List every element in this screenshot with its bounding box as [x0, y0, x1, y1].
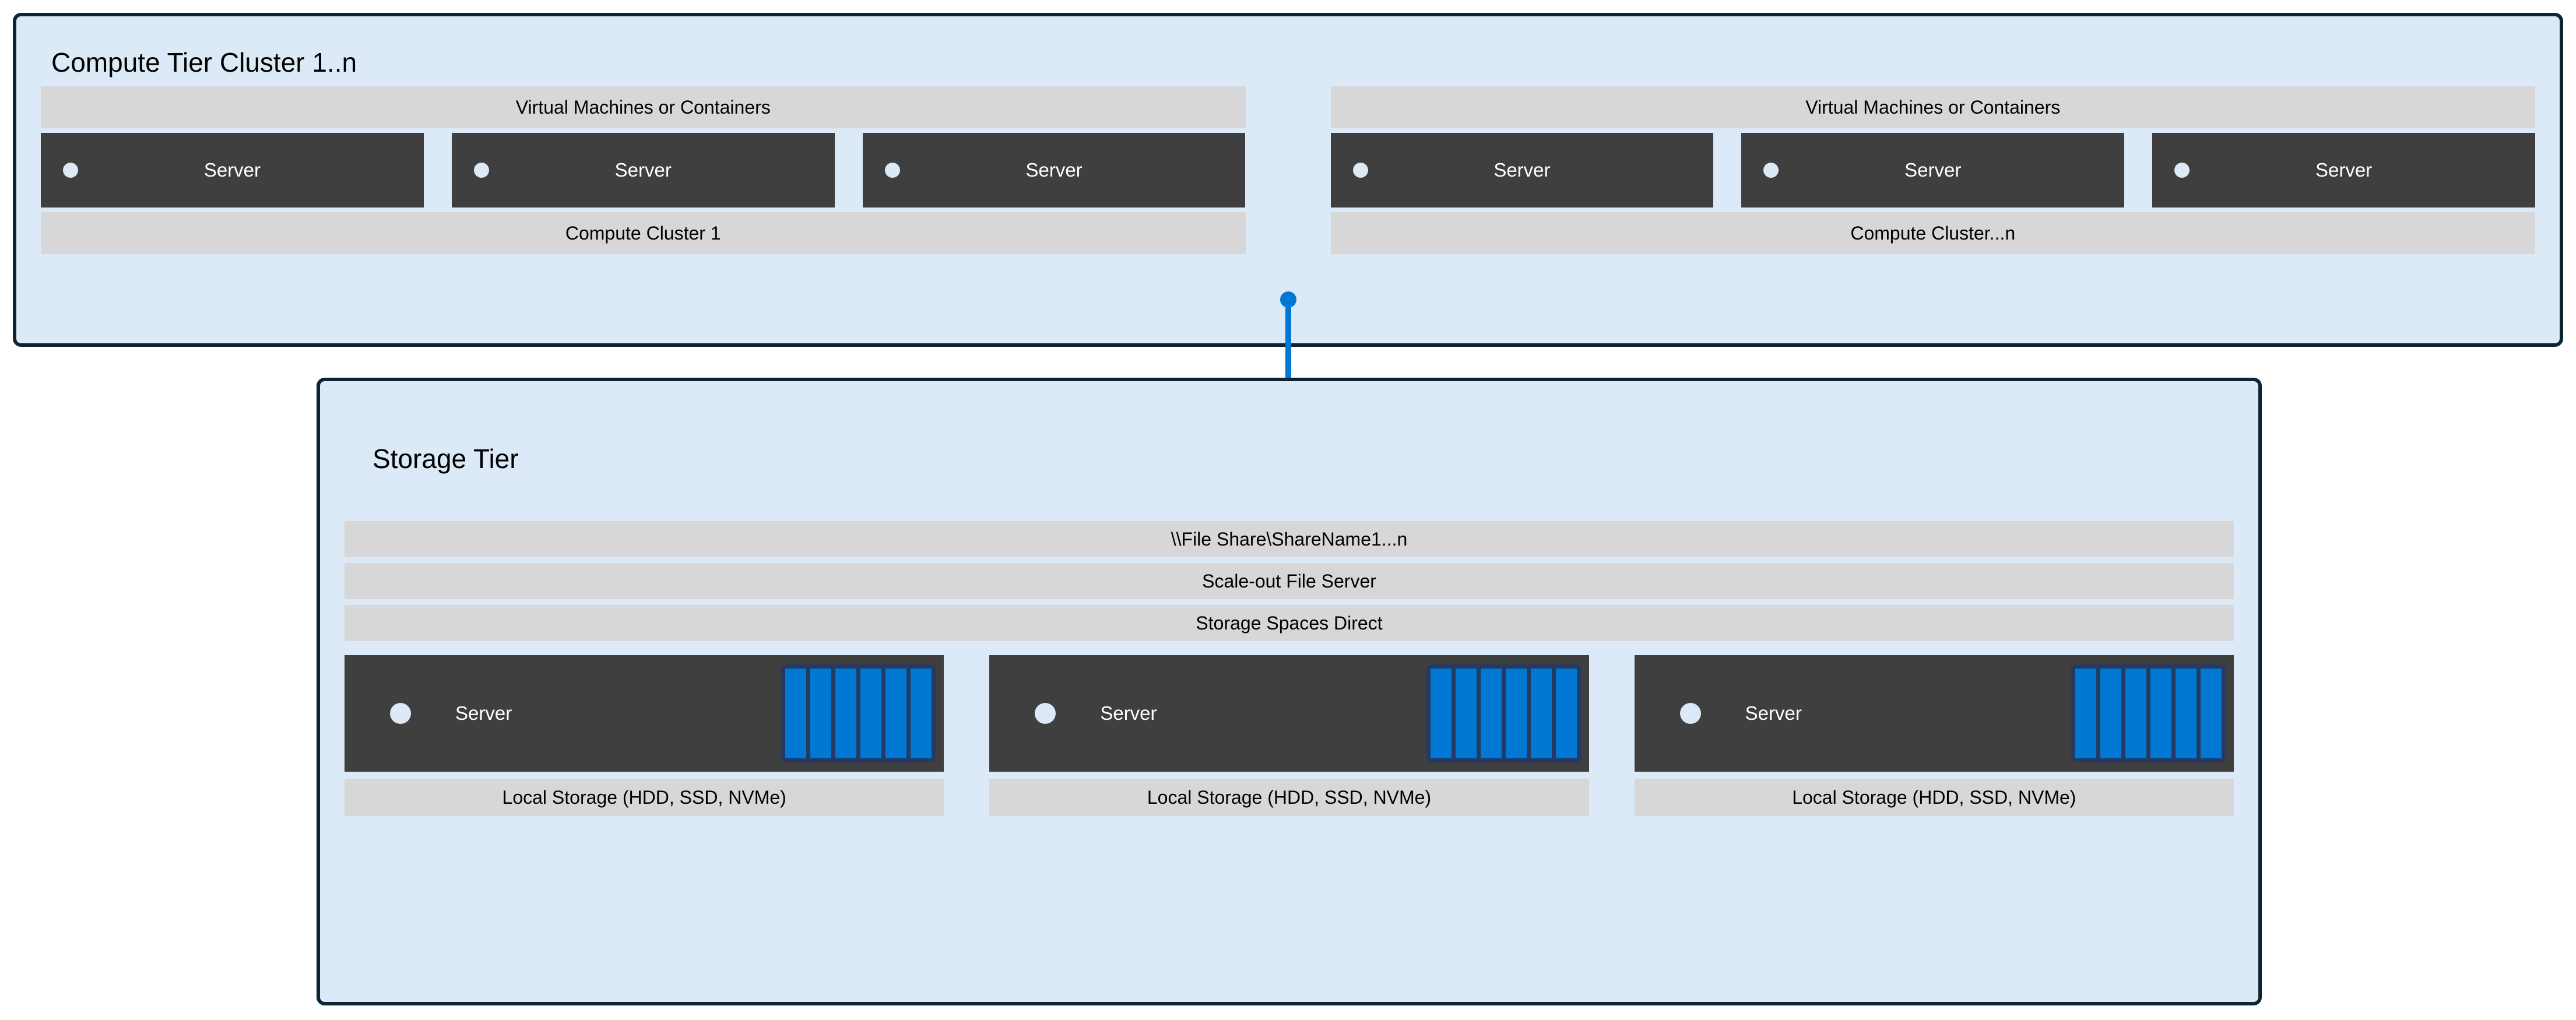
compute-server-label: Server — [203, 159, 261, 181]
disk-icon — [2175, 669, 2197, 758]
storage-tier-title: Storage Tier — [372, 444, 519, 474]
compute-tier-container: Compute Tier Cluster 1..n Virtual Machin… — [13, 13, 2563, 347]
compute-cluster-row: Virtual Machines or Containers Server Se… — [16, 86, 2560, 254]
storage-node-1: Server Local Storage (HDD, SSD, NVMe) — [345, 655, 944, 816]
status-led-icon — [390, 703, 411, 724]
disk-icon — [835, 669, 857, 758]
storage-layer-stack: \\File Share\ShareName1...n Scale-out Fi… — [345, 521, 2234, 641]
cluster-band-n: Compute Cluster...n — [1330, 212, 2535, 254]
storage-server-1[interactable]: Server — [345, 655, 944, 772]
disk-icon — [2075, 669, 2096, 758]
disk-icon — [1530, 669, 1552, 758]
compute-cluster-n: Virtual Machines or Containers Server Se… — [1330, 86, 2536, 254]
compute-server-label: Server — [614, 159, 672, 181]
compute-tier-title: Compute Tier Cluster 1..n — [51, 47, 357, 78]
connector-line — [1285, 297, 1291, 415]
storage-server-2[interactable]: Server — [989, 655, 1589, 772]
storage-layer-storage-spaces-direct: Storage Spaces Direct — [345, 605, 2234, 641]
compute-server-label: Server — [1904, 159, 1962, 181]
storage-layer-file-share: \\File Share\ShareName1...n — [345, 521, 2234, 557]
disk-icon — [2100, 669, 2121, 758]
storage-tier-container: Storage Tier \\File Share\ShareName1...n… — [317, 378, 2262, 1005]
storage-server-3[interactable]: Server — [1634, 655, 2234, 772]
storage-node-2: Server Local Storage (HDD, SSD, NVMe) — [989, 655, 1589, 816]
disk-icon — [1480, 669, 1502, 758]
disk-icon — [911, 669, 932, 758]
disk-array-2 — [1426, 664, 1581, 762]
disk-icon — [1430, 669, 1452, 758]
status-led-icon — [1679, 703, 1701, 724]
disk-icon — [2125, 669, 2146, 758]
local-storage-band-1: Local Storage (HDD, SSD, NVMe) — [345, 779, 944, 816]
storage-layer-scale-out-file-server: Scale-out File Server — [345, 563, 2234, 599]
disk-icon — [885, 669, 907, 758]
compute-server-n-1[interactable]: Server — [1330, 133, 1714, 207]
compute-server-label: Server — [1025, 159, 1083, 181]
compute-server-label: Server — [2315, 159, 2373, 181]
compute-server-n-2[interactable]: Server — [1741, 133, 2125, 207]
compute-server-n-3[interactable]: Server — [2152, 133, 2535, 207]
compute-server-label: Server — [1493, 159, 1551, 181]
cluster-band-1: Compute Cluster 1 — [41, 212, 1246, 254]
disk-array-1 — [781, 664, 936, 762]
compute-server-1-3[interactable]: Server — [862, 133, 1246, 207]
vm-band-cluster-1: Virtual Machines or Containers — [41, 86, 1246, 128]
storage-server-label: Server — [455, 702, 512, 724]
compute-server-1-1[interactable]: Server — [41, 133, 424, 207]
server-row-cluster-n: Server Server Server — [1330, 133, 2536, 207]
status-led-icon — [473, 163, 489, 178]
status-led-icon — [2174, 163, 2190, 178]
status-led-icon — [1763, 163, 1779, 178]
local-storage-band-3: Local Storage (HDD, SSD, NVMe) — [1634, 779, 2234, 816]
storage-node-3: Server Local Storage (HDD, SSD, NVMe) — [1634, 655, 2234, 816]
disk-icon — [810, 669, 832, 758]
disk-icon — [2150, 669, 2171, 758]
compute-cluster-1: Virtual Machines or Containers Server Se… — [41, 86, 1246, 254]
disk-icon — [1455, 669, 1477, 758]
compute-server-1-2[interactable]: Server — [451, 133, 835, 207]
storage-server-label: Server — [1745, 702, 1802, 724]
disk-icon — [1505, 669, 1527, 758]
vm-band-cluster-n: Virtual Machines or Containers — [1330, 86, 2535, 128]
disk-icon — [1555, 669, 1577, 758]
local-storage-band-2: Local Storage (HDD, SSD, NVMe) — [989, 779, 1589, 816]
status-led-icon — [63, 163, 78, 178]
disk-icon — [860, 669, 882, 758]
status-led-icon — [1352, 163, 1368, 178]
server-row-cluster-1: Server Server Server — [41, 133, 1246, 207]
disk-array-3 — [2071, 664, 2226, 762]
storage-server-label: Server — [1100, 702, 1157, 724]
storage-node-row: Server Local Storage (HDD, SSD, NVMe) Se… — [345, 655, 2234, 816]
status-led-icon — [884, 163, 900, 178]
status-led-icon — [1035, 703, 1056, 724]
disk-icon — [2200, 669, 2222, 758]
disk-icon — [785, 669, 807, 758]
